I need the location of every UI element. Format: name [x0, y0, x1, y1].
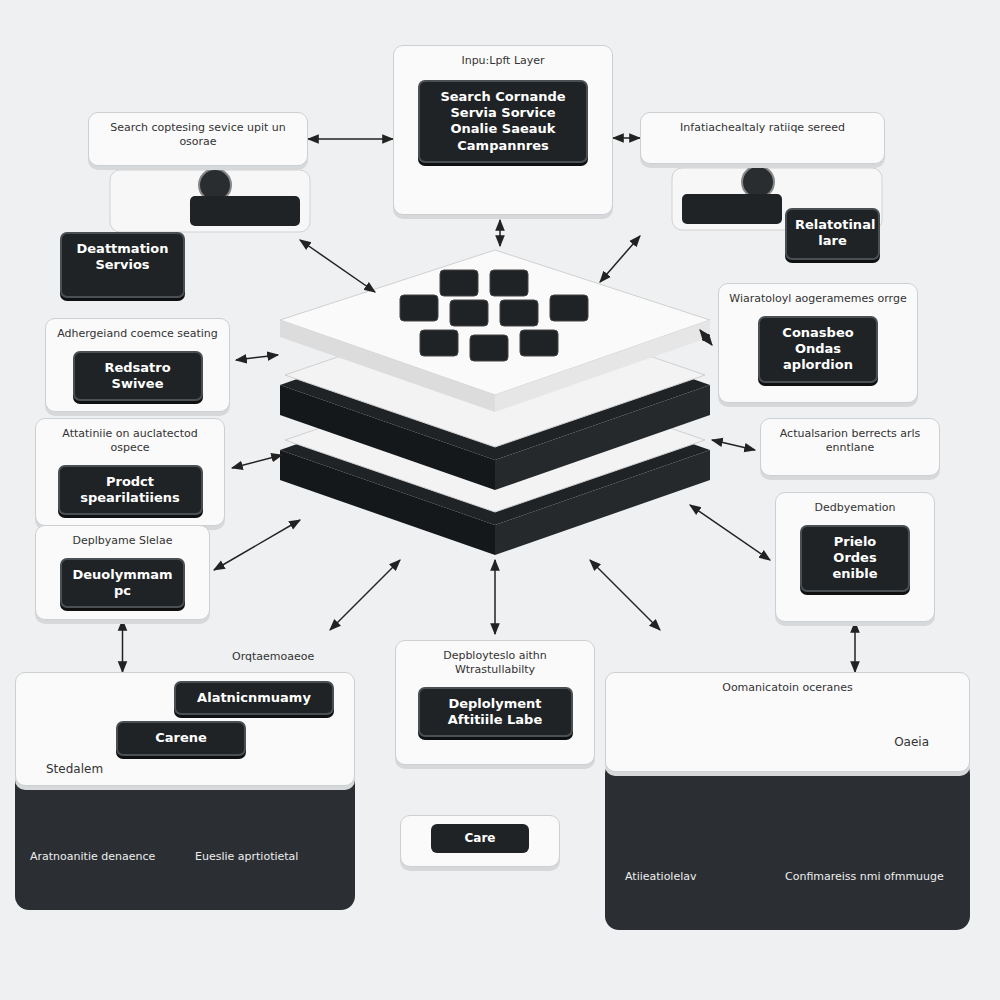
group-label: Orqtaemoaeoe	[232, 650, 314, 663]
node-text: Wiaratoloyl aogeramemes orrge	[729, 292, 907, 306]
node-text: Alatnicnmuamy	[184, 690, 324, 706]
core-box: Care	[400, 815, 560, 867]
node-text: Conasbeo Ondas aplordion	[768, 325, 868, 374]
node-text: Care	[431, 824, 530, 853]
connector-arrow	[122, 620, 124, 672]
node-text: Redsatro Swivee	[83, 360, 193, 393]
platform-block: Oomanicatoin oceranesOaeia	[605, 672, 970, 772]
node-text: Prodct spearilatiiens	[68, 474, 193, 507]
node-text: Oaeia	[616, 735, 959, 750]
node-text: Search Cornande Servia Sorvice Onalie Sa…	[428, 89, 578, 154]
service-block: Prodct spearilatiiens	[58, 465, 203, 516]
layer-box: Inpu:Lpft LayerSearch Cornande Servia So…	[393, 45, 613, 215]
service-block: Prielo Ordes enible	[800, 525, 910, 592]
node-text: Oomanicatoin oceranes	[616, 681, 959, 695]
node-text: Deuolymmam pc	[70, 567, 175, 600]
node-text: Dedbyemation	[786, 501, 924, 515]
service-block: Redsatro Swivee	[73, 351, 203, 402]
service-box: Deplbyame SlelaeDeuolymmam pc	[35, 525, 210, 620]
platform-block: Stedalem AlatnicnmuamyCarene	[15, 672, 355, 786]
node-text: Relatotinal lare	[795, 217, 870, 250]
service-block: Conasbeo Ondas aplordion	[758, 316, 878, 383]
connector-arrow	[854, 622, 856, 672]
node-text: Deplolyment Aftitiile Labe	[428, 696, 563, 729]
service-block: Search Cornande Servia Sorvice Onalie Sa…	[418, 80, 588, 163]
node-text: Carene	[126, 730, 236, 746]
service-box: Adhergeiand coemce seatingRedsatro Swive…	[45, 318, 230, 412]
node-text: Depbloyteslo aithn Wtrastullabilty	[406, 649, 584, 677]
service-box: DedbyemationPrielo Ordes enible	[775, 492, 935, 622]
service-box: Attatiniie on auclatectod ospeceProdct s…	[35, 418, 225, 526]
side-label: Confimareiss nmi ofmmuuge	[785, 870, 944, 883]
node-text: Prielo Ordes enible	[810, 534, 900, 583]
node-text: Infatiachealtaly ratiiqe sereed	[651, 121, 874, 135]
node-text: Attatiniie on auclatectod ospece	[46, 427, 214, 455]
node-text: Inpu:Lpft Layer	[404, 54, 602, 68]
service-box: Wiaratoloyl aogeramemes orrgeConasbeo On…	[718, 283, 918, 403]
node-text: Stedalem	[26, 762, 344, 777]
node-text: Adhergeiand coemce seating	[56, 327, 219, 341]
service-box: Search coptesing sevice upit un osorae	[88, 112, 308, 166]
node-text: Search coptesing sevice upit un osorae	[99, 121, 297, 149]
side-label: Eueslie aprtiotietal	[195, 850, 298, 863]
node-text: Deplbyame Slelae	[46, 534, 199, 548]
side-label: Atiieatiolelav	[625, 870, 697, 883]
deployment-box: Depbloyteslo aithn WtrastullabiltyDeplol…	[395, 640, 595, 765]
platform-pill: Carene	[116, 721, 246, 755]
node-text: Deattmation Servios	[70, 241, 175, 274]
connector-arrow	[613, 137, 640, 139]
side-label: Aratnoanitie denaence	[30, 850, 155, 863]
connector-arrow	[308, 138, 393, 140]
service-box: Actualsarion berrects arls enntlane	[760, 418, 940, 476]
service-block: Relatotinal lare	[785, 208, 880, 260]
service-block: Deattmation Servios	[60, 232, 185, 298]
node-text: Actualsarion berrects arls enntlane	[771, 427, 929, 455]
deployment-block: Deplolyment Aftitiile Labe	[418, 687, 573, 738]
service-block: Deuolymmam pc	[60, 558, 185, 609]
service-box: Infatiachealtaly ratiiqe sereed	[640, 112, 885, 164]
platform-pill: Alatnicnmuamy	[174, 681, 334, 715]
